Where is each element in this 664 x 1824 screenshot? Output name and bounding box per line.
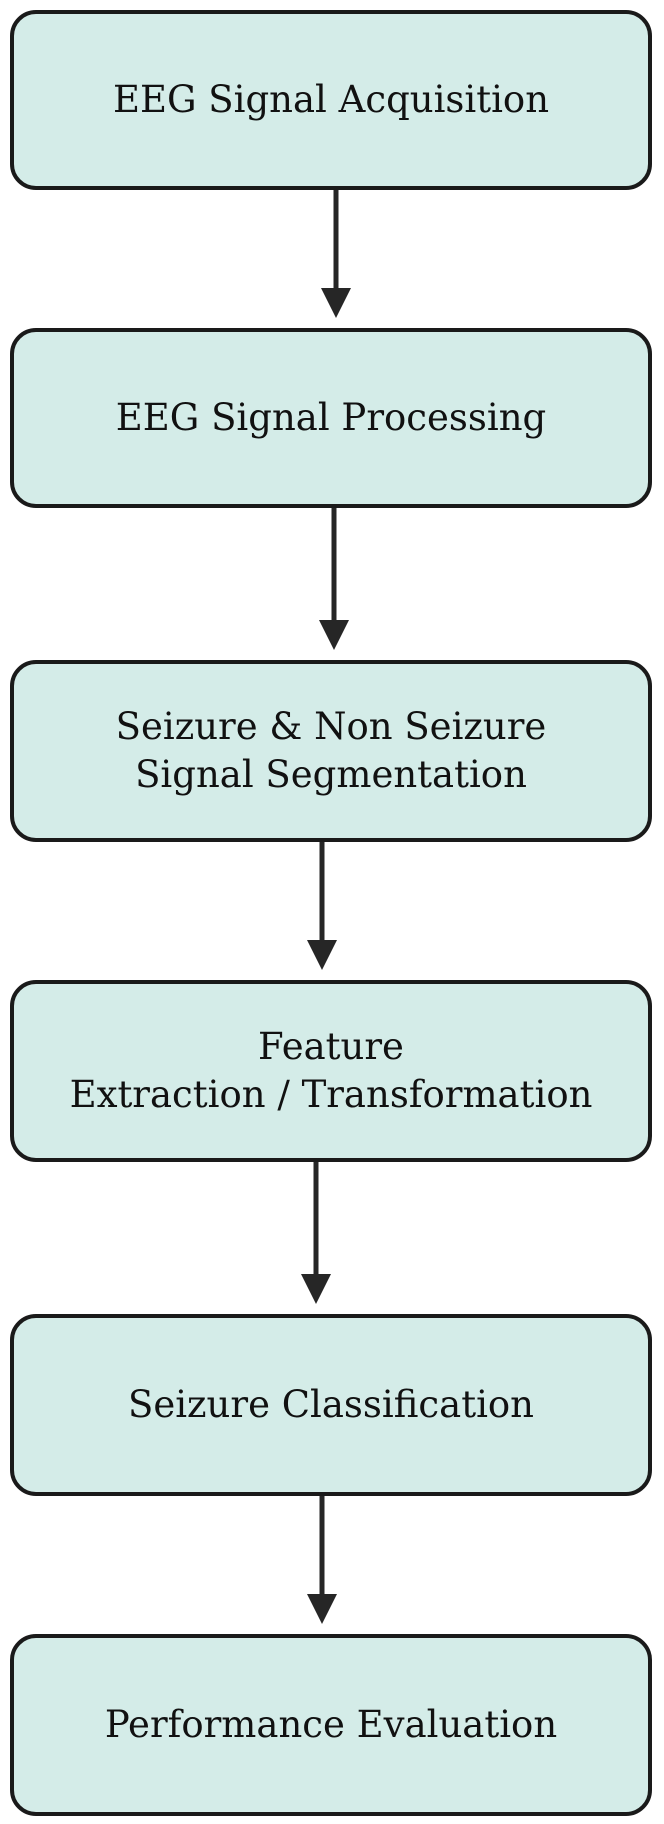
step-label-line: EEG Signal Processing: [115, 395, 547, 439]
step-label-line: Feature: [258, 1024, 404, 1068]
step-performance-evaluation: Performance Evaluation: [10, 1634, 652, 1816]
step-signal-segmentation: Seizure & Non Seizure Signal Segmentatio…: [10, 660, 652, 842]
arrow-5: [307, 1496, 337, 1624]
arrow-2: [319, 508, 349, 650]
step-label-line: EEG Signal Acquisition: [112, 77, 550, 121]
step-feature-extraction: Feature Extraction / Transformation: [10, 980, 652, 1162]
step-label-line: Signal Segmentation: [135, 753, 527, 796]
step-label-line: Seizure & Non Seizure: [115, 704, 547, 748]
arrow-4: [301, 1162, 331, 1304]
step-eeg-signal-acquisition: EEG Signal Acquisition: [10, 10, 652, 190]
arrow-3: [307, 842, 337, 970]
step-eeg-signal-processing: EEG Signal Processing: [10, 328, 652, 508]
step-label-line: Extraction / Transformation: [69, 1073, 593, 1116]
step-label-line: Seizure Classification: [127, 1382, 535, 1426]
step-label-line: Performance Evaluation: [104, 1702, 558, 1746]
arrow-1: [321, 190, 351, 318]
step-seizure-classification: Seizure Classification: [10, 1314, 652, 1496]
